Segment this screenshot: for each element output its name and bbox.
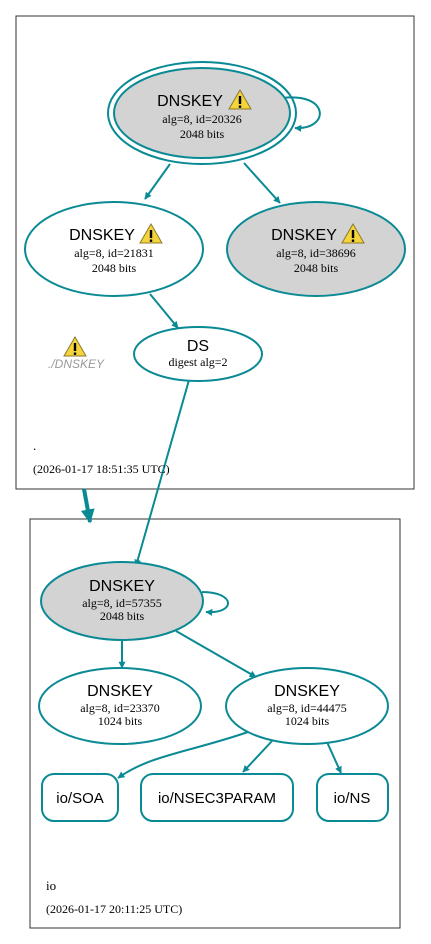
node-digest-info: digest alg=2 — [168, 355, 227, 369]
node-title: DNSKEY — [87, 683, 153, 700]
rrset-io-soa[interactable]: io/SOA — [41, 773, 119, 822]
node-root-ksk[interactable]: DNSKEY alg=8, id=20326 2048 bits — [107, 61, 297, 165]
node-key-size: 2048 bits — [100, 609, 145, 623]
edge-ds-io-ksk — [134, 379, 190, 567]
edge-io-ksk-self — [201, 591, 229, 616]
node-io-zsk1[interactable]: DNSKEY alg=8, id=23370 1024 bits — [38, 667, 202, 745]
edge-io-zsk2-soa — [117, 731, 249, 779]
node-key-info: alg=8, id=57355 — [82, 596, 162, 610]
node-key-info: alg=8, id=44475 — [267, 701, 347, 715]
zone-timestamp: (2026-01-17 20:11:25 UTC) — [46, 902, 182, 916]
warning-triangle-icon — [63, 336, 87, 357]
node-root-zsk2[interactable]: DNSKEY alg=8, id=38696 2048 bits — [226, 201, 406, 297]
node-root-zsk1[interactable]: DNSKEY alg=8, id=21831 2048 bits — [24, 201, 204, 297]
node-title: DNSKEY — [157, 93, 223, 110]
node-io-ksk[interactable]: DNSKEY alg=8, id=57355 2048 bits — [40, 561, 204, 641]
warning-label: ./DNSKEY — [48, 357, 105, 371]
root-zone-cluster — [15, 15, 415, 490]
edge-io-zsk2-nsec3param — [242, 740, 273, 773]
zone-name: io — [46, 878, 56, 893]
rrset-label: io/SOA — [56, 790, 104, 807]
node-title: DS — [187, 338, 209, 355]
edge-root-zsk1-ds — [149, 293, 179, 329]
node-key-info: alg=8, id=21831 — [74, 246, 154, 260]
node-key-size: 2048 bits — [92, 261, 137, 275]
node-title: DNSKEY — [69, 227, 135, 244]
edge-io-zsk2-ns — [326, 741, 342, 774]
rrset-io-nsec3param[interactable]: io/NSEC3PARAM — [140, 773, 294, 822]
node-key-size: 1024 bits — [285, 714, 330, 728]
node-key-size: 1024 bits — [98, 714, 143, 728]
node-key-info: alg=8, id=20326 — [162, 112, 242, 126]
node-key-info: alg=8, id=38696 — [276, 246, 356, 260]
zone-name: . — [33, 438, 36, 453]
edge-root-ksk-zsk2 — [243, 162, 281, 204]
node-root-ds[interactable]: DS digest alg=2 — [133, 326, 263, 382]
root-dnskey-warning[interactable]: ./DNSKEY — [48, 336, 105, 371]
node-key-info: alg=8, id=23370 — [80, 701, 160, 715]
zone-timestamp: (2026-01-17 18:51:35 UTC) — [33, 462, 170, 476]
rrset-label: io/NS — [334, 790, 371, 807]
node-title: DNSKEY — [271, 227, 337, 244]
node-title: DNSKEY — [274, 683, 340, 700]
edge-root-ksk-zsk1 — [144, 163, 171, 200]
edge-root-ksk-self — [281, 96, 321, 132]
node-io-zsk2[interactable]: DNSKEY alg=8, id=44475 1024 bits — [225, 667, 389, 745]
rrset-label: io/NSEC3PARAM — [158, 790, 276, 807]
edge-io-ksk-zsk2 — [175, 630, 257, 678]
io-zone-cluster — [29, 518, 401, 929]
rrset-io-ns[interactable]: io/NS — [316, 773, 389, 822]
node-key-size: 2048 bits — [294, 261, 339, 275]
node-key-size: 2048 bits — [180, 127, 225, 141]
edge-delegation — [80, 488, 95, 524]
node-title: DNSKEY — [89, 578, 155, 595]
